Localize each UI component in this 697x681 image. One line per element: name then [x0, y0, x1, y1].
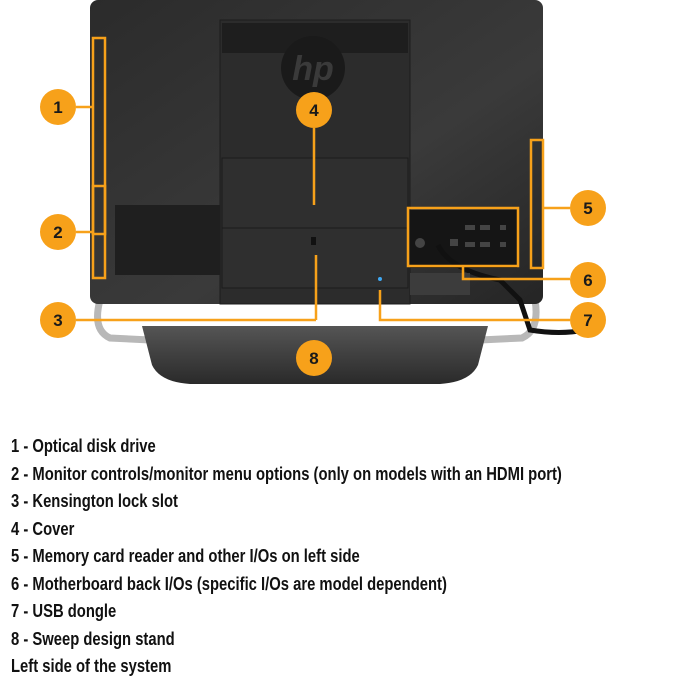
svg-text:hp: hp [292, 50, 334, 88]
callout-7: 7 [570, 302, 606, 338]
hp-logo [281, 36, 345, 100]
side-vent [115, 205, 220, 275]
section-heading: Left side of the system [11, 655, 172, 676]
callout-1: 1 [40, 89, 76, 125]
legend-item: 2 - Monitor controls/monitor menu option… [11, 462, 562, 484]
svg-text:5: 5 [583, 199, 592, 218]
legend-item: 8 - Sweep design stand [11, 627, 175, 649]
legend-item: 1 - Optical disk drive [11, 435, 156, 456]
svg-text:7: 7 [583, 311, 592, 330]
usb-dongle-led [378, 277, 382, 281]
callout-2: 2 [40, 214, 76, 250]
legend-item: 4 - Cover [11, 517, 75, 539]
legend-item: 5 - Memory card reader and other I/Os on… [11, 545, 360, 566]
callout-5: 5 [570, 190, 606, 226]
legend-item: 7 - USB dongle [11, 600, 117, 621]
io-panel [410, 210, 517, 268]
kensington-slot [311, 237, 316, 245]
stand-arm-right [479, 299, 540, 344]
svg-text:4: 4 [309, 101, 319, 120]
stand-arm-left [94, 299, 151, 344]
label-sticker [410, 273, 470, 295]
callout-3: 3 [40, 302, 76, 338]
legend-item: 3 - Kensington lock slot [11, 490, 178, 511]
callout-4: 4 [296, 92, 332, 128]
callout-8: 8 [296, 340, 332, 376]
svg-text:1: 1 [53, 98, 62, 117]
svg-text:6: 6 [583, 271, 592, 290]
svg-text:8: 8 [309, 349, 318, 368]
callout-6: 6 [570, 262, 606, 298]
computer-back-photo: hp 1 2 3 4 5 6 7 8 [40, 0, 606, 384]
legend-item: 6 - Motherboard back I/Os (specific I/Os… [11, 572, 447, 594]
callout-badges: 1 2 3 4 5 6 7 8 [40, 89, 606, 376]
svg-text:2: 2 [53, 223, 62, 242]
svg-text:3: 3 [53, 311, 62, 330]
legend-list: 1 - Optical disk drive 2 - Monitor contr… [11, 432, 697, 680]
